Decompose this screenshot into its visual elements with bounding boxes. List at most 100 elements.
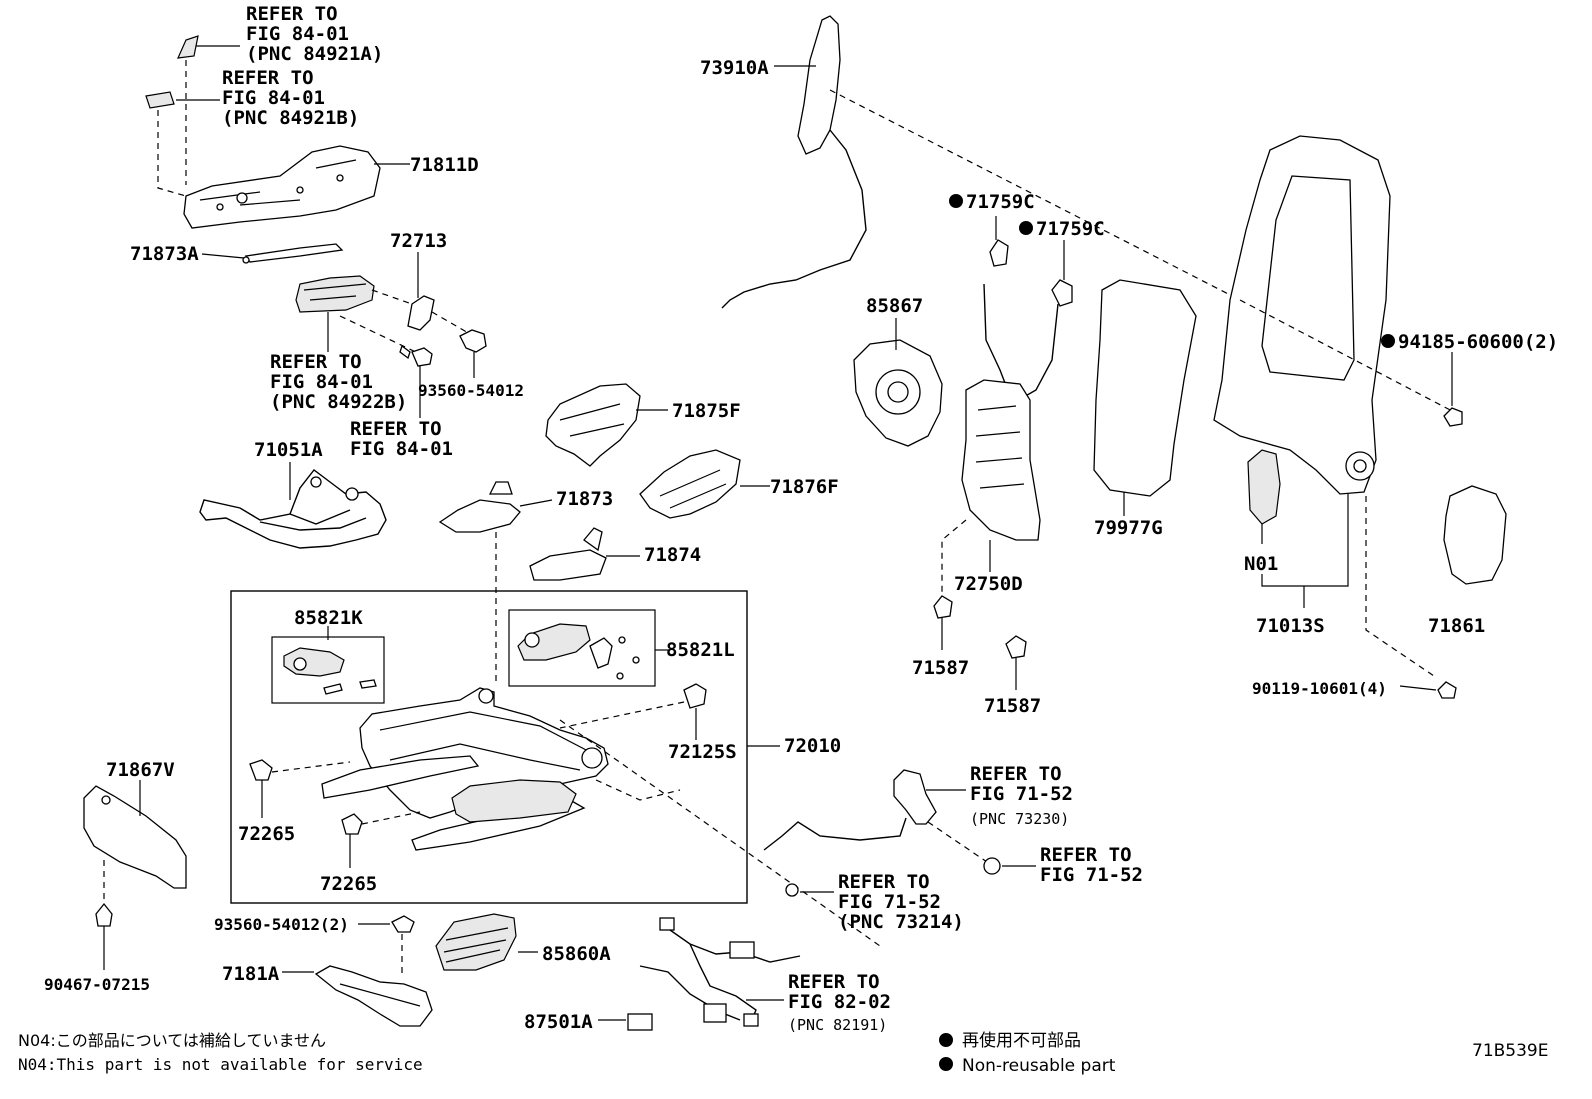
nonreusable-bullet-2: [1019, 221, 1033, 235]
part-71051A-frame: [199, 469, 387, 549]
label-73910A: 73910A: [700, 57, 769, 79]
label-93560-54012: 93560-54012: [418, 381, 524, 400]
part-71875F-cover: [545, 383, 641, 467]
label-71587-1: 71587: [912, 657, 969, 679]
label-71873: 71873: [556, 488, 613, 510]
label-93560-54012-2: 93560-54012(2): [214, 915, 349, 934]
clip-72265-2: [341, 813, 363, 835]
note-en: N04:This part is not available for servi…: [18, 1055, 423, 1074]
part-72713-bracket: [407, 295, 435, 331]
part-73910A-heater: [721, 15, 867, 309]
refer-73214-line2: FIG 71-52: [838, 891, 941, 913]
label-71759C-1: 71759C: [966, 191, 1035, 213]
legend-jp: 再使用不可部品: [962, 1030, 1081, 1051]
label-71873A: 71873A: [130, 243, 199, 265]
legend-bullet-en: [939, 1057, 953, 1071]
clip-71587-1: [933, 595, 953, 619]
clip-72265-1: [249, 759, 273, 781]
part-7181A-cover: [314, 965, 433, 1027]
nonreusable-bullet-1: [949, 194, 963, 208]
bolt-90119: [1437, 681, 1457, 699]
refer-84922B-line2: FIG 84-01: [270, 371, 373, 393]
refer-84922B-line3: (PNC 84922B): [270, 391, 407, 413]
clip-71759C-2: [1051, 279, 1073, 307]
label-71861: 71861: [1428, 615, 1485, 637]
label-71875F: 71875F: [672, 400, 741, 422]
refer-73214-line1: REFER TO: [838, 871, 930, 893]
refer-73230-line3: (PNC 73230): [970, 810, 1069, 828]
refer-84-01-line2: FIG 84-01: [350, 438, 453, 460]
part-71-52-nut: [983, 857, 1001, 875]
label-71874: 71874: [644, 544, 701, 566]
part-87501A-sensor: [627, 1013, 653, 1031]
refer-84921A-line3: (PNC 84921A): [246, 43, 383, 65]
label-72010: 72010: [784, 735, 841, 757]
label-71876F: 71876F: [770, 476, 839, 498]
label-72265-1: 72265: [238, 823, 295, 845]
label-90467-07215: 90467-07215: [44, 975, 150, 994]
clip-71587-2: [1005, 635, 1027, 659]
label-72750D: 72750D: [954, 573, 1023, 595]
label-72125S: 72125S: [668, 741, 737, 763]
label-7181A: 7181A: [222, 963, 280, 985]
label-71051A: 71051A: [254, 439, 323, 461]
part-73230-buckle: [763, 769, 937, 851]
label-71811D: 71811D: [410, 154, 479, 176]
refer-84921B-line1: REFER TO: [222, 67, 314, 89]
part-84921B-cover: [145, 91, 175, 109]
part-71861-headrest: [1443, 485, 1507, 585]
refer-84922B-line1: REFER TO: [270, 351, 362, 373]
note-jp: N04:この部品については補給していません: [18, 1031, 326, 1050]
part-79977G-pad: [1093, 279, 1197, 497]
part-85867-fan: [853, 339, 943, 447]
part-71013S-frame: [1213, 135, 1391, 495]
assembly-72010-box: [230, 590, 748, 904]
label-85867: 85867: [866, 295, 923, 317]
label-87501A: 87501A: [524, 1011, 593, 1033]
label-71759C-2: 71759C: [1036, 218, 1105, 240]
refer-73230-line1: REFER TO: [970, 763, 1062, 785]
clip-71759C-1: [989, 239, 1009, 267]
part-71873-bracket: [438, 481, 521, 533]
label-72265-2: 72265: [320, 873, 377, 895]
figure-code: 71B539E: [1472, 1041, 1548, 1061]
refer-82191-line3: (PNC 82191): [788, 1016, 887, 1034]
part-85860A-switch: [435, 913, 517, 971]
screw-93560: [459, 329, 487, 378]
part-71867V-garnish: [83, 785, 187, 889]
refer-84921B-line3: (PNC 84921B): [222, 107, 359, 129]
label-71587-2: 71587: [984, 695, 1041, 717]
part-71874-bracket: [529, 527, 607, 581]
part-72125S-bracket: [683, 683, 707, 709]
motor-85821L: [517, 623, 640, 680]
part-73214-ring: [785, 883, 799, 897]
label-90119-10601: 90119-10601(4): [1252, 679, 1387, 698]
part-72010-adjuster: [321, 687, 609, 851]
refer-71-52-line1: REFER TO: [1040, 844, 1132, 866]
refer-84921B-line2: FIG 84-01: [222, 87, 325, 109]
label-85860A: 85860A: [542, 943, 611, 965]
label-79977G: 79977G: [1094, 517, 1163, 539]
label-85821L: 85821L: [666, 639, 735, 661]
part-72750D-lumbar: [961, 283, 1059, 541]
legend-bullet-jp: [939, 1033, 953, 1047]
screw-84-01: [399, 344, 433, 418]
label-85821K: 85821K: [294, 607, 363, 629]
refer-84921A-line2: FIG 84-01: [246, 23, 349, 45]
part-71876F-cover: [639, 449, 741, 519]
label-94185-60600: 94185-60600(2): [1398, 331, 1558, 353]
refer-71-52-line2: FIG 71-52: [1040, 864, 1143, 886]
part-84921A-cap: [177, 35, 199, 59]
motor-85821K: [283, 647, 377, 695]
refer-73230-line2: FIG 71-52: [970, 783, 1073, 805]
nut-94185: [1443, 407, 1463, 427]
legend-en: Non-reusable part: [962, 1056, 1116, 1076]
kit-85821L-box: [508, 609, 656, 687]
